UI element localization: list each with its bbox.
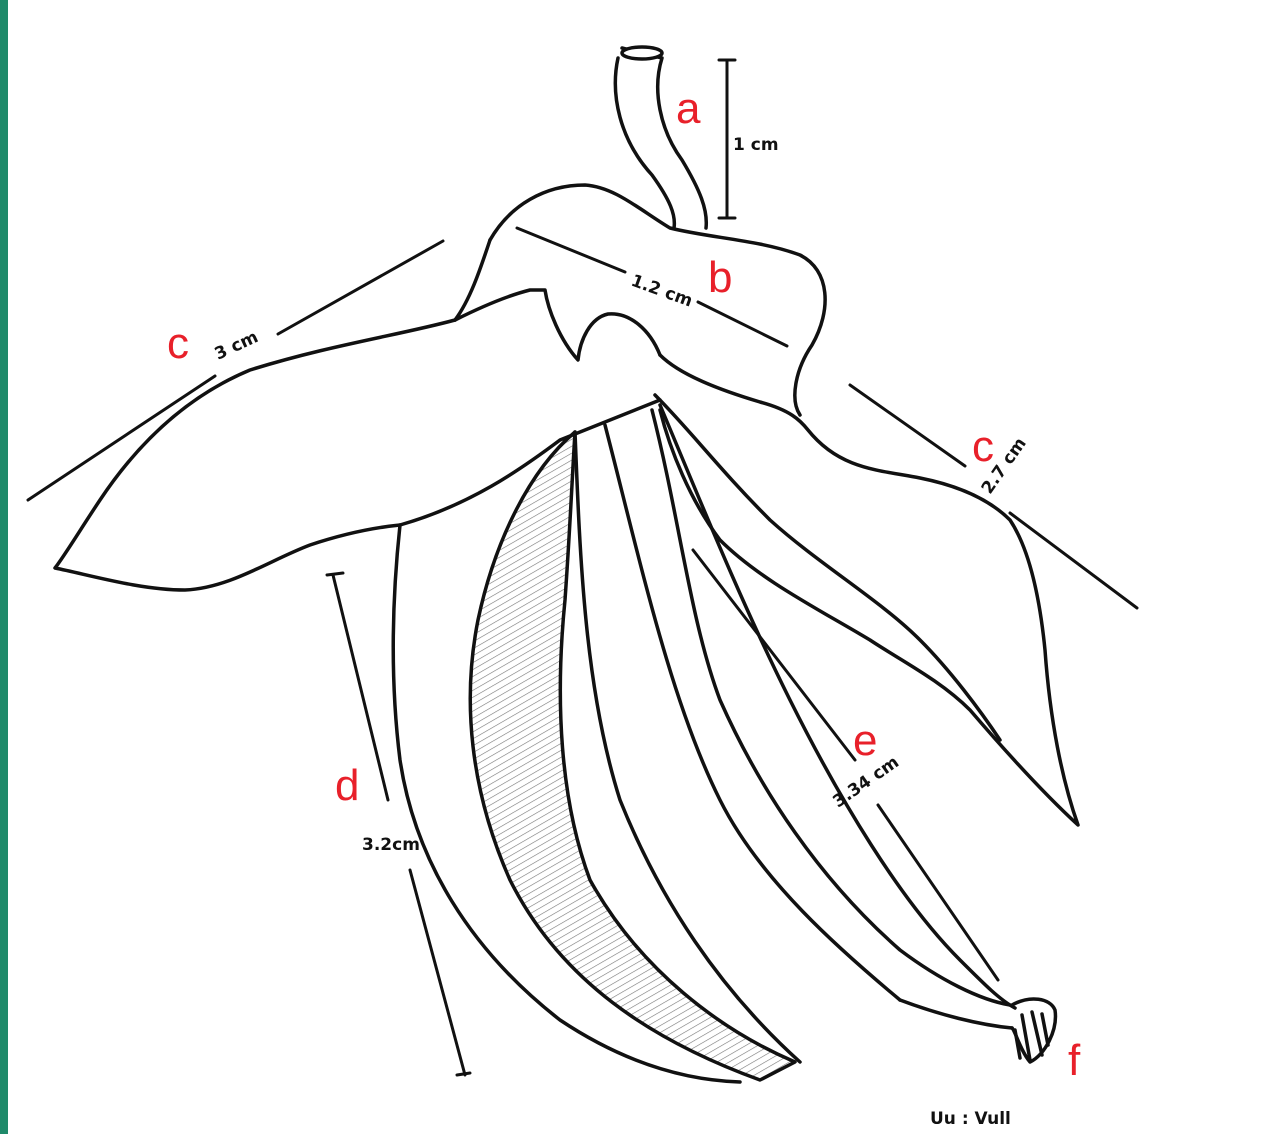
lip-tip-f — [1010, 997, 1058, 1064]
dimension-line-c-left-1 — [276, 239, 445, 336]
dimension-line-d-cap-bottom — [455, 1071, 472, 1077]
petal-d-inner — [573, 430, 802, 1064]
measurement-a: 1 cm — [733, 135, 779, 155]
column-e — [658, 403, 1017, 1010]
upper-petal-b — [488, 183, 827, 417]
measurement-b: 1.2 cm — [628, 271, 695, 312]
stalk-a — [613, 45, 709, 230]
label-e: e — [853, 716, 877, 765]
scale-note: Uu : Vull — [930, 1109, 1011, 1129]
petal-e-1 — [603, 423, 902, 1002]
label-f: f — [1068, 1036, 1081, 1085]
right-sepal-c — [658, 353, 1080, 827]
left-sepal-upper-edge — [453, 288, 662, 362]
label-c-left: c — [167, 319, 189, 368]
dimension-line-e-2 — [876, 803, 1000, 982]
measurement-c-left: 3 cm — [212, 327, 262, 364]
petal-e-2 — [650, 408, 1012, 1007]
dimension-line-d-2 — [408, 868, 467, 1077]
label-d: d — [335, 761, 359, 810]
label-c-right: c — [972, 422, 994, 471]
right-sepal-inner-edge — [653, 393, 1002, 742]
measurement-d: 3.2cm — [362, 835, 420, 855]
dimension-line-e-1 — [691, 548, 857, 762]
upper-petal-b-fold — [453, 238, 492, 322]
label-a: a — [676, 84, 701, 133]
dimension-line-c-left-2 — [26, 374, 217, 502]
petal-d-left — [391, 523, 742, 1084]
lip-tip-connector — [898, 998, 1014, 1030]
dimension-line-b-2 — [696, 300, 789, 348]
label-b: b — [708, 253, 732, 302]
dimension-line-b-1 — [515, 226, 627, 274]
dimension-line-c-right-1 — [848, 383, 967, 468]
dimension-line-c-right-2 — [1008, 511, 1139, 610]
dimension-line-d-cap-top — [325, 571, 345, 577]
left-edge-strip — [0, 0, 8, 1134]
dimension-line-d-1 — [331, 573, 390, 802]
shaded-petal — [468, 430, 797, 1082]
